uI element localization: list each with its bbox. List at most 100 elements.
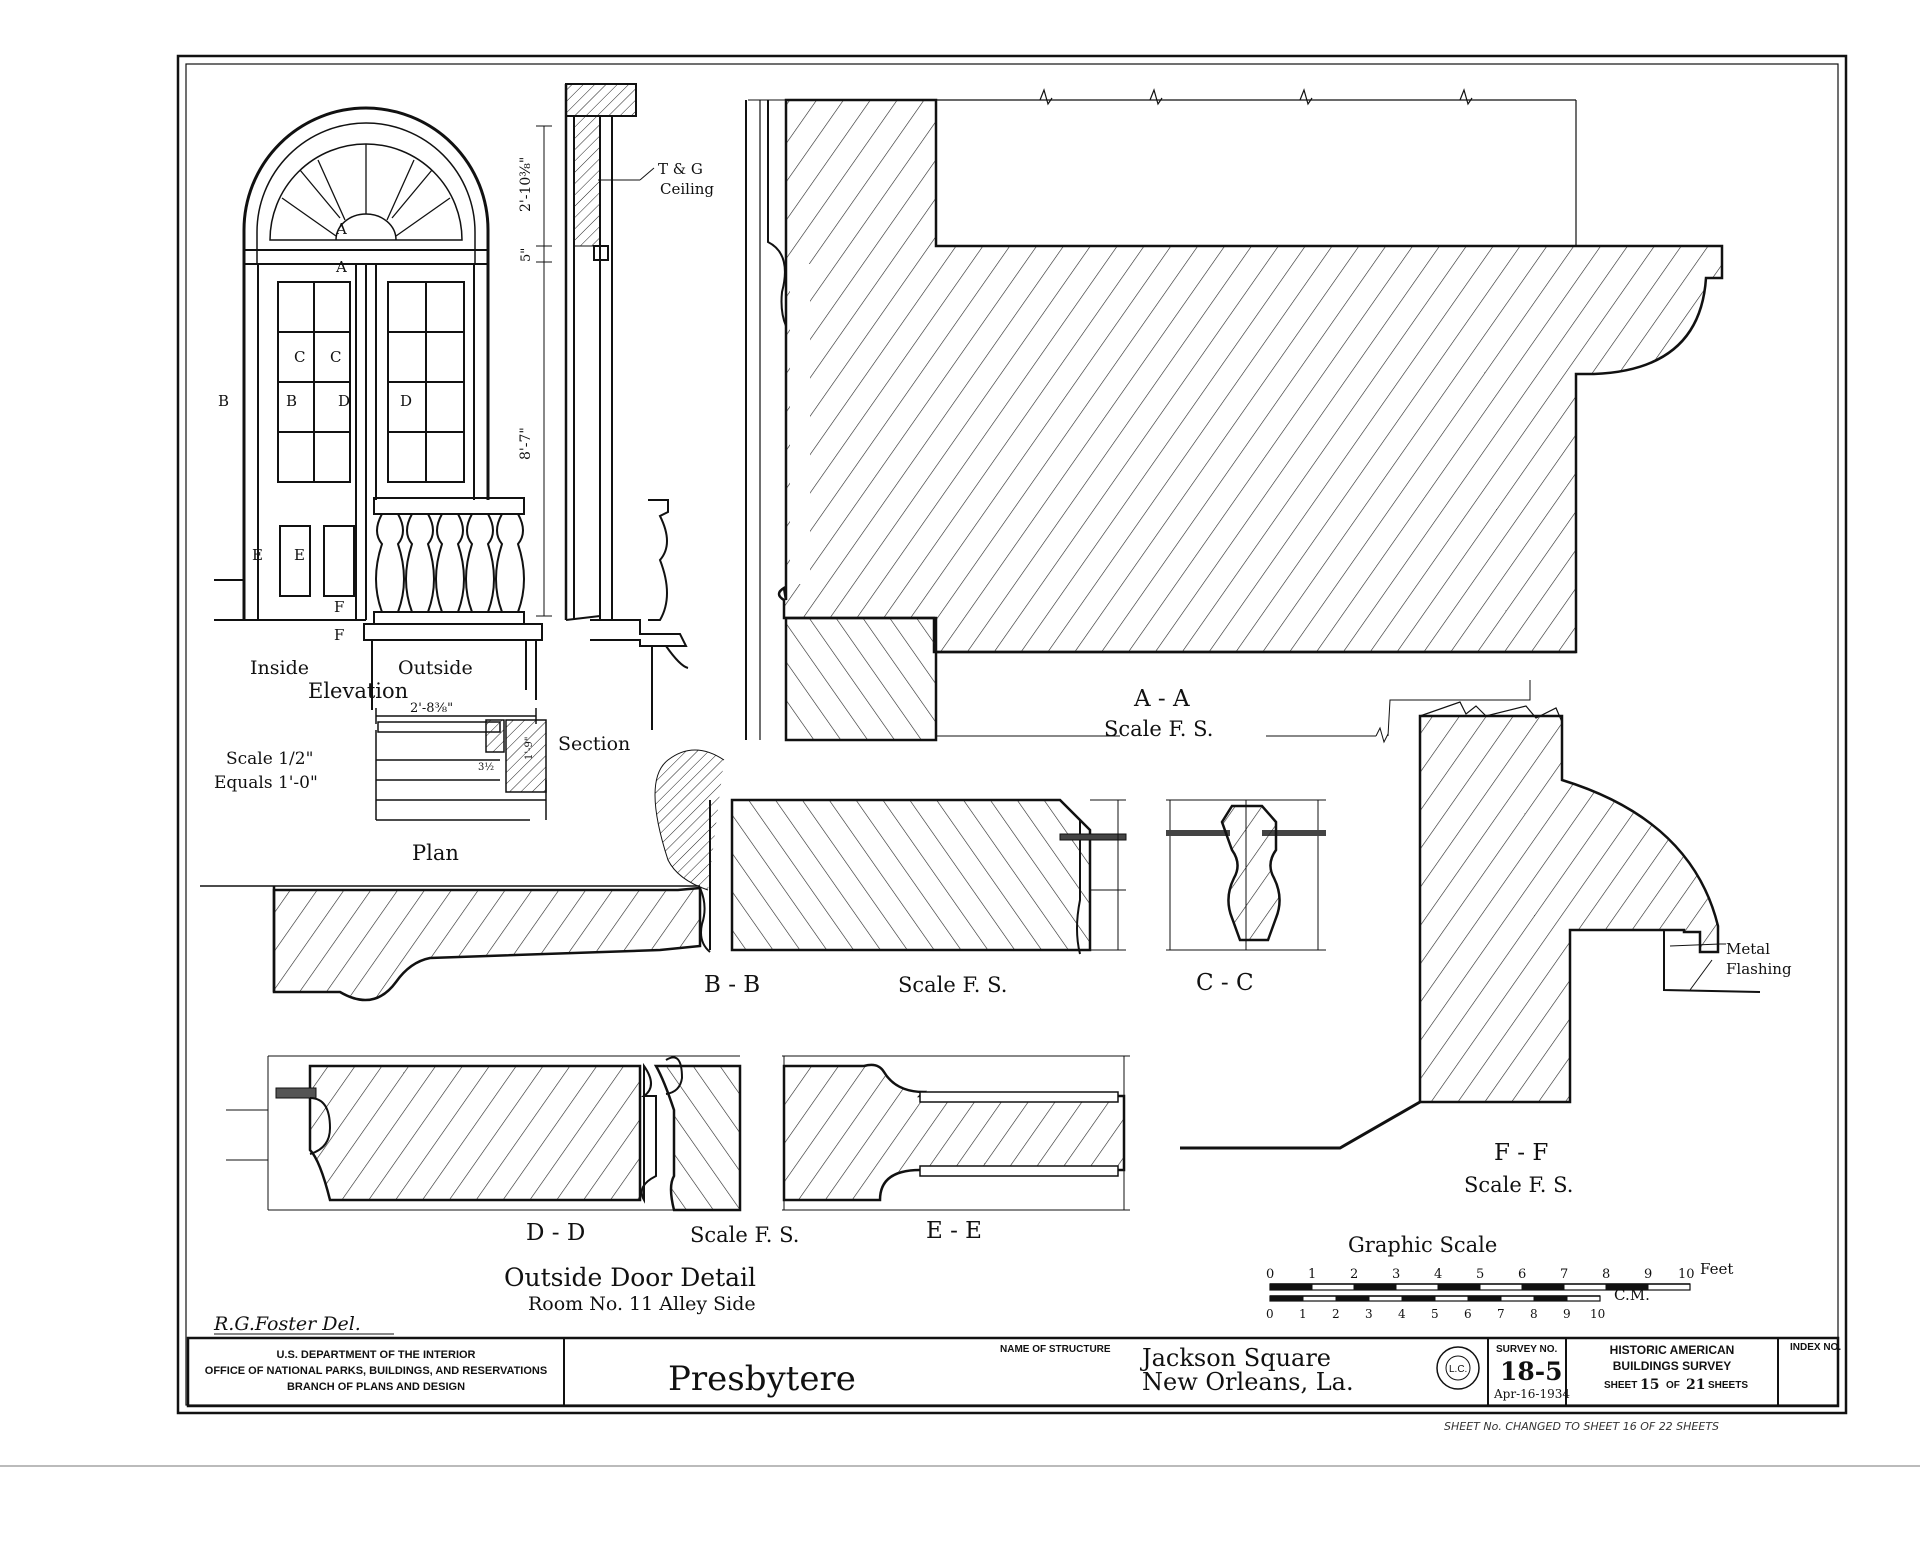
section-c-c	[1166, 799, 1326, 951]
survey-number: 18-5	[1500, 1357, 1563, 1386]
metal-label-2: Flashing	[1726, 960, 1792, 978]
section-b-b	[200, 749, 1127, 1002]
scale-cm-7: 7	[1497, 1307, 1505, 1321]
sheet-number: 15	[1640, 1377, 1659, 1393]
bb-scale: Scale F. S.	[898, 973, 1007, 997]
plan-label: Plan	[412, 841, 459, 865]
scale-label-2: Equals 1'-0"	[214, 773, 318, 793]
scale-cm-10: 10	[1590, 1307, 1605, 1321]
mark-e-left: E	[252, 546, 263, 564]
index-label: INDEX NO.	[1790, 1342, 1841, 1353]
ee-title: E - E	[926, 1218, 982, 1244]
scale-ft-1: 1	[1308, 1267, 1316, 1282]
habs-line-2: BUILDINGS SURVEY	[1613, 1359, 1731, 1373]
section-a-a	[745, 88, 1724, 744]
habs-line-1: HISTORIC AMERICAN	[1610, 1343, 1735, 1357]
aa-scale: Scale F. S.	[1104, 717, 1213, 741]
scale-feet-unit: Feet	[1700, 1260, 1733, 1278]
cc-title: C - C	[1196, 970, 1254, 996]
outside-label: Outside	[398, 657, 473, 679]
section-e-e	[782, 1055, 1130, 1211]
mark-f-lower: F	[334, 626, 344, 644]
scale-ft-9: 9	[1644, 1267, 1652, 1282]
agency-line-3: BRANCH OF PLANS AND DESIGN	[287, 1381, 465, 1393]
agency-line-2: OFFICE OF NATIONAL PARKS, BUILDINGS, AND…	[205, 1365, 547, 1377]
scale-cm-9: 9	[1563, 1307, 1571, 1321]
metal-label-1: Metal	[1726, 940, 1770, 958]
scale-cm-3: 3	[1365, 1307, 1373, 1321]
scale-cm-4: 4	[1398, 1307, 1406, 1321]
scale-cm-8: 8	[1530, 1307, 1538, 1321]
survey-label: SURVEY NO.	[1496, 1344, 1558, 1355]
elevation-label: Elevation	[308, 679, 408, 703]
bb-title: B - B	[704, 972, 760, 998]
scale-cm-1: 1	[1299, 1307, 1307, 1321]
scale-ft-4: 4	[1434, 1267, 1442, 1282]
delineator-signature: R.G.Foster Del.	[213, 1313, 361, 1335]
mark-a-upper: A	[335, 220, 347, 238]
mark-d-left: D	[338, 392, 350, 410]
scale-cm-0: 0	[1266, 1307, 1274, 1321]
agency-line-1: U.S. DEPARTMENT OF THE INTERIOR	[276, 1349, 475, 1361]
seal-text: L.C.	[1449, 1364, 1467, 1375]
plan-dim-small: 3½	[478, 762, 494, 773]
title-block	[186, 1336, 1840, 1408]
location-line-2: New Orleans, La.	[1142, 1368, 1354, 1396]
scale-ft-2: 2	[1350, 1267, 1358, 1282]
tg-label-2: Ceiling	[660, 180, 714, 198]
mark-e-right: E	[294, 546, 305, 564]
sheet-prefix: SHEET	[1604, 1380, 1637, 1391]
door-section	[536, 83, 689, 730]
sheet-of: OF	[1666, 1380, 1680, 1391]
outer-border	[176, 54, 1848, 1415]
scale-ft-10: 10	[1678, 1267, 1695, 1282]
scale-ft-7: 7	[1560, 1267, 1568, 1282]
scale-ft-6: 6	[1518, 1267, 1526, 1282]
scale-label-1: Scale 1/2"	[226, 749, 313, 769]
mark-b-left: B	[218, 392, 229, 410]
dim-mid: 5"	[519, 248, 534, 262]
scale-cm-unit: C.M.	[1614, 1286, 1650, 1304]
survey-date: Apr-16-1934	[1493, 1387, 1570, 1401]
scale-cm-2: 2	[1332, 1307, 1340, 1321]
plan-dim-small-2: 1'-9"	[524, 737, 535, 760]
dim-top: 2'-10⅜"	[518, 157, 534, 212]
mark-c-left: C	[294, 348, 305, 366]
door-plan	[375, 708, 547, 821]
scale-ft-0: 0	[1266, 1267, 1274, 1282]
text-layer: T & G Ceiling 2'-10⅜" 5" 8'-7" A A C C B…	[205, 157, 1842, 1433]
scale-cm-6: 6	[1464, 1307, 1472, 1321]
door-detail-subtitle: Room No. 11 Alley Side	[528, 1293, 756, 1315]
scale-ft-5: 5	[1476, 1267, 1484, 1282]
ff-scale: Scale F. S.	[1464, 1173, 1573, 1197]
graphic-scale-title: Graphic Scale	[1348, 1233, 1497, 1257]
name-of-structure-label: NAME OF STRUCTURE	[1000, 1344, 1111, 1355]
ff-title: F - F	[1494, 1140, 1548, 1166]
sheet-suffix: SHEETS	[1708, 1380, 1748, 1391]
section-label: Section	[558, 733, 630, 755]
door-elevation	[214, 106, 543, 710]
scale-ft-8: 8	[1602, 1267, 1610, 1282]
mark-a-lower: A	[335, 258, 347, 276]
tg-label-1: T & G	[658, 160, 703, 178]
scale-ft-3: 3	[1392, 1267, 1400, 1282]
location-line-1: Jackson Square	[1139, 1344, 1331, 1372]
aa-title: A - A	[1133, 686, 1190, 712]
graphic-scale	[1269, 1283, 1691, 1302]
dd-title: D - D	[526, 1220, 585, 1246]
dd-scale: Scale F. S.	[690, 1223, 799, 1247]
sheet-total: 21	[1686, 1377, 1705, 1393]
inside-label: Inside	[250, 657, 309, 679]
mark-c-right: C	[330, 348, 341, 366]
mark-d-right: D	[400, 392, 412, 410]
section-d-d	[226, 1055, 742, 1212]
section-f-f	[1180, 701, 1761, 1150]
structure-name: Presbytere	[668, 1359, 856, 1399]
door-detail-title: Outside Door Detail	[504, 1263, 756, 1292]
plan-dim: 2'-8⅜"	[410, 701, 453, 716]
sheet-change-note: SHEET No. CHANGED TO SHEET 16 OF 22 SHEE…	[1444, 1420, 1719, 1433]
scale-cm-5: 5	[1431, 1307, 1439, 1321]
dim-low: 8'-7"	[518, 427, 534, 460]
mark-f-upper: F	[334, 598, 344, 616]
